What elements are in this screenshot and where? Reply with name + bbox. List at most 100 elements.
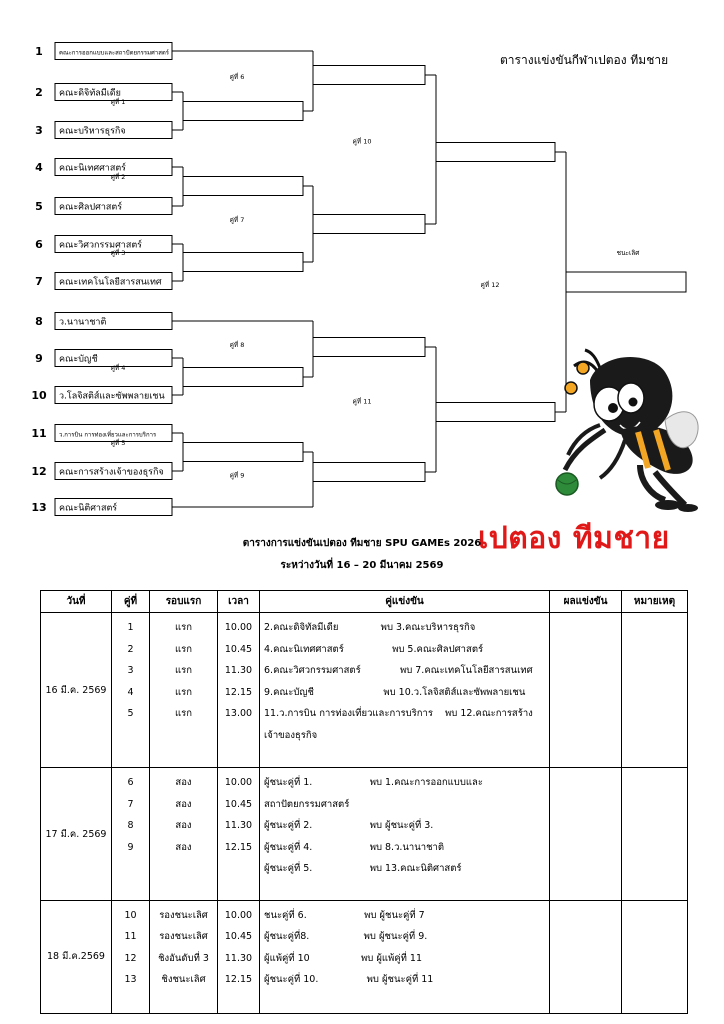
match-time-item: 11.30: [224, 665, 253, 676]
pair-number-item: 2: [127, 643, 134, 655]
round1-winner-box-1: [182, 101, 304, 121]
round-name: สองสองสองสอง: [149, 767, 218, 901]
match-description-item: ชนะคู่ที่ 6. พบ ผู้ชนะคู่ที่ 7: [264, 909, 425, 921]
round2-winner-box-8: [312, 337, 426, 357]
match-description-item: 2.คณะดิจิทัลมีเดีย พบ 3.คณะบริหารธุรกิจ: [264, 622, 476, 633]
match-time-item: 12.15: [224, 686, 253, 698]
round2-winner-box-9: [312, 462, 426, 482]
round-name-item: แรก: [175, 665, 192, 676]
match-description-item: ผู้ชนะคู่ที่8. พบ ผู้ชนะคู่ที่ 9.: [264, 931, 428, 943]
match-description-item: 4.คณะนิเทศศาสตร์ พบ 5.คณะศิลปศาสตร์: [264, 643, 484, 655]
team-name-3: คณะบริหารธุรกิจ: [59, 126, 126, 137]
pair-label-2: คู่ที่ 2: [111, 172, 126, 181]
match-description-item: 11.ว.การบิน การท่องเที่ยวและการบริการ พบ…: [264, 708, 533, 719]
pair-number-item: 12: [124, 952, 137, 964]
pair-number-item: 8: [127, 820, 134, 832]
schedule-table: วันที่ คู่ที่ รอบแรก เวลา คู่แข่งขัน ผลแ…: [40, 590, 688, 1015]
team-name-7: คณะเทคโนโลยีสารสนเทศ: [59, 277, 162, 288]
team-name-13: คณะนิติศาสตร์: [59, 502, 117, 514]
round-name-item: สอง: [175, 777, 192, 789]
match-description: ชนะคู่ที่ 6. พบ ผู้ชนะคู่ที่ 7 ผู้ชนะคู่ท…: [259, 900, 550, 1015]
pair-number-item: 11: [124, 931, 137, 943]
seed-number-9: 9: [35, 352, 43, 365]
seed-number-8: 8: [35, 315, 43, 328]
pair-label-12: คู่ที่ 12: [481, 280, 500, 289]
note-cell: [621, 767, 688, 901]
match-description-item: เจ้าของธุรกิจ: [264, 729, 318, 741]
match-time-item: 10.45: [224, 798, 253, 810]
pair-label-9: คู่ที่ 9: [230, 471, 245, 480]
round-name-item: ชิงอันดับที่ 3: [158, 952, 209, 964]
schedule-header-row: วันที่ คู่ที่ รอบแรก เวลา คู่แข่งขัน ผลแ…: [40, 590, 688, 613]
note-cell: [621, 612, 688, 769]
team-name-4: คณะนิเทศศาสตร์: [59, 162, 126, 174]
seed-number-2: 2: [35, 86, 43, 99]
seed-number-4: 4: [35, 161, 43, 174]
header-date: วันที่: [40, 590, 112, 613]
seed-number-5: 5: [35, 200, 43, 213]
pair-number-item: 13: [124, 974, 137, 986]
pair-number-item: 6: [127, 777, 134, 789]
pair-label-5: คู่ที่ 5: [111, 438, 126, 447]
match-time-item: 13.00: [224, 708, 253, 719]
seed-number-6: 6: [35, 238, 43, 251]
pair-label-3: คู่ที่ 3: [111, 248, 126, 257]
seed-number-12: 12: [31, 465, 46, 478]
date-cell: 16 มี.ค. 2569: [40, 612, 112, 769]
team-name-6: คณะวิศวกรรมศาสตร์: [59, 239, 142, 251]
team-name-12: คณะการสร้างเจ้าของธุรกิจ: [59, 467, 164, 478]
pair-number-item: 1: [127, 622, 134, 633]
match-time-item: 11.30: [224, 820, 253, 832]
match-time-item: 12.15: [224, 974, 253, 986]
pair-label-11: คู่ที่ 11: [353, 397, 372, 406]
pair-label-6: คู่ที่ 6: [230, 72, 245, 81]
header-match: คู่แข่งขัน: [259, 590, 550, 613]
round1-winner-box-3: [182, 252, 304, 272]
round-name-item: สอง: [175, 841, 192, 853]
big-title: เปตอง ทีมชาย: [478, 521, 670, 556]
round-name-item: สอง: [175, 820, 192, 832]
pair-label-10: คู่ที่ 10: [353, 137, 372, 146]
match-time-item: 10.00: [224, 909, 253, 921]
winner-label: ชนะเลิศ: [617, 249, 641, 257]
round2-winner-box-7: [312, 214, 426, 234]
match-time-item: 12.15: [224, 841, 253, 853]
header-time: เวลา: [217, 590, 260, 613]
round1-winner-box-5: [182, 442, 304, 462]
semi-winner-box-10: [435, 142, 556, 162]
pair-number-item: 7: [127, 798, 134, 810]
seed-number-1: 1: [35, 45, 43, 58]
round-name: แรกแรกแรกแรกแรก: [149, 612, 218, 769]
date-cell: 18 มี.ค.2569: [40, 900, 112, 1015]
pair-label-1: คู่ที่ 1: [111, 97, 126, 106]
result-cell: [549, 612, 622, 769]
round-name-item: แรก: [175, 643, 192, 655]
seed-number-11: 11: [31, 427, 46, 440]
match-description-item: ผู้ชนะคู่ที่ 1. พบ 1.คณะการออกแบบและ: [264, 777, 483, 789]
result-cell: [549, 767, 622, 901]
pair-number-item: 10: [124, 909, 137, 921]
schedule-title: ตารางการแข่งขันเปตอง ทีมชาย SPU GAMEs 20…: [242, 538, 482, 549]
match-description: ผู้ชนะคู่ที่ 1. พบ 1.คณะการออกแบบและสถาป…: [259, 767, 550, 901]
match-time-item: 10.45: [224, 643, 253, 655]
round-name-item: แรก: [175, 686, 192, 698]
match-description-item: ผู้ชนะคู่ที่ 2. พบ ผู้ชนะคู่ที่ 3.: [264, 820, 434, 832]
round-name-item: ชิงชนะเลิศ: [161, 974, 206, 986]
semi-winner-box-11: [435, 402, 556, 422]
round-name-item: สอง: [175, 798, 192, 810]
round1-winner-box-2: [182, 176, 304, 196]
pair-number: 10 11 12 13: [111, 900, 150, 1015]
match-description-item: ผู้ชนะคู่ที่ 5. พบ 13.คณะนิติศาสตร์: [264, 863, 462, 875]
round1-winner-box-4: [182, 367, 304, 387]
match-description-item: 6.คณะวิศวกรรมศาสตร์ พบ 7.คณะเทคโนโลยีสาร…: [264, 665, 533, 676]
round-name-item: รองชนะเลิศ: [159, 931, 208, 943]
note-cell: [621, 900, 688, 1015]
pair-number-item: 3: [127, 665, 134, 676]
pair-label-8: คู่ที่ 8: [230, 340, 245, 349]
pair-number-item: 4: [127, 686, 134, 698]
round-name-item: แรก: [175, 708, 192, 719]
